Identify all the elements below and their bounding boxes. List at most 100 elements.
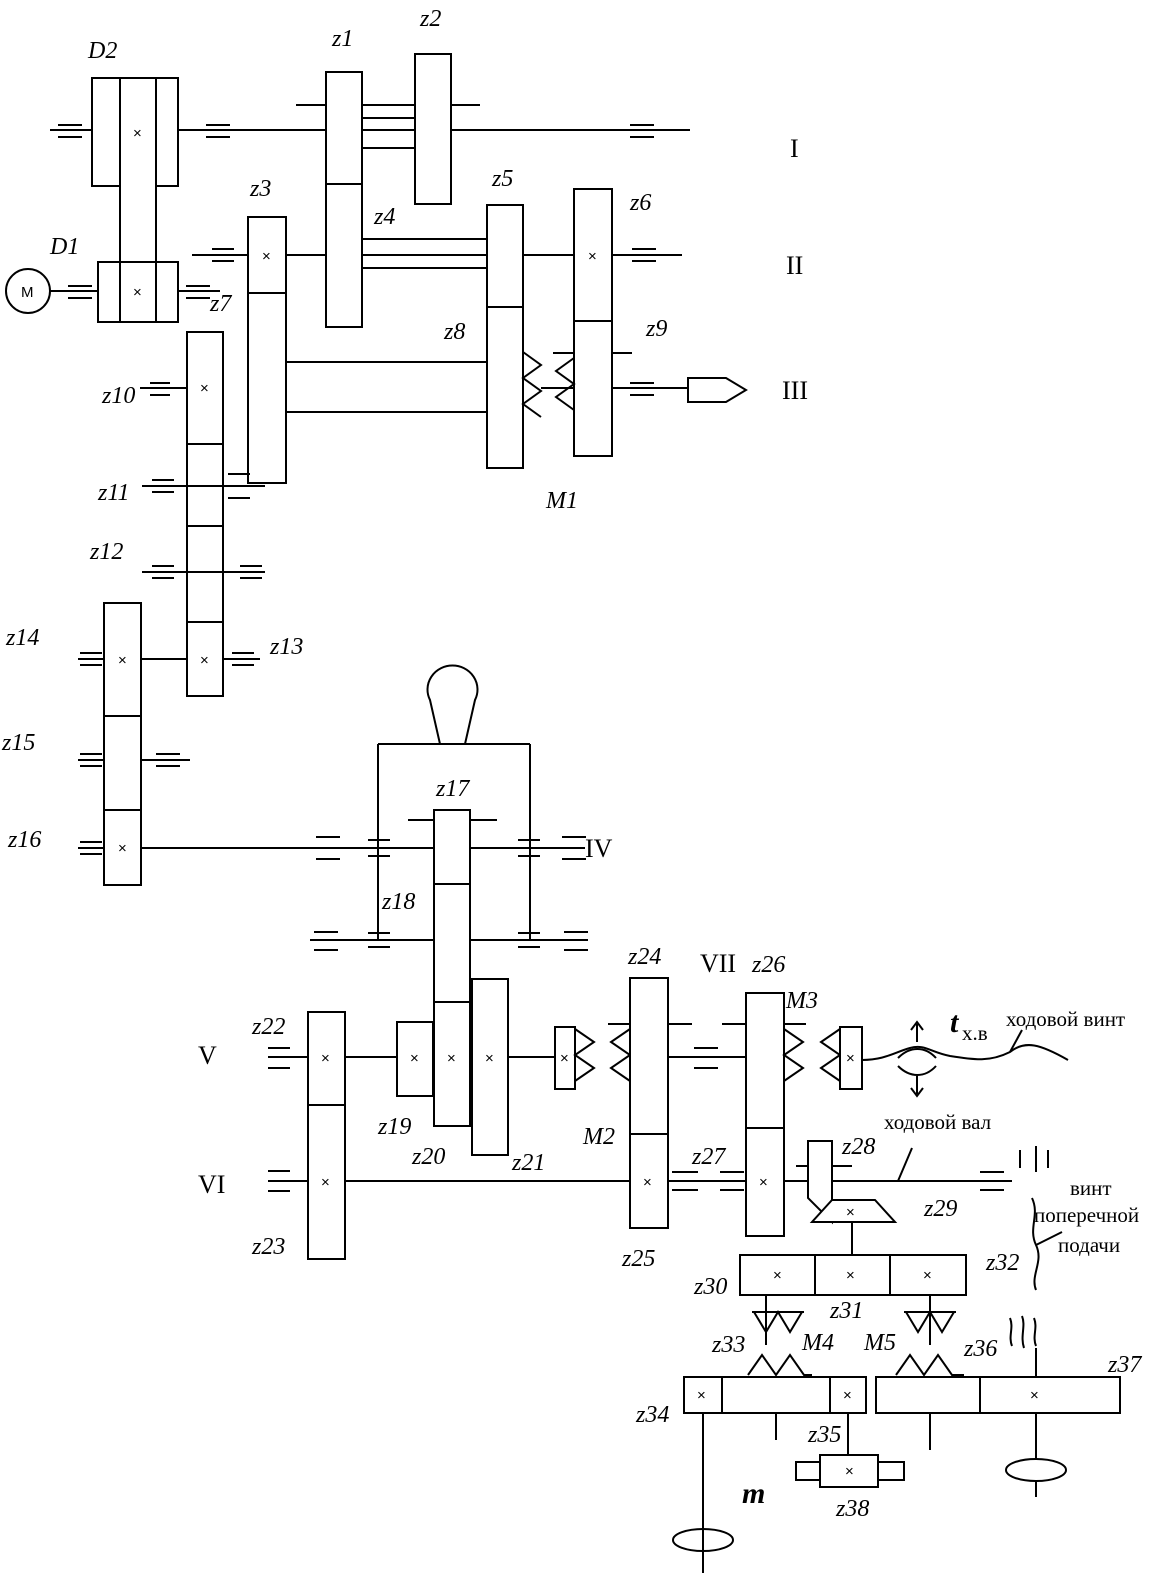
label-z29: z29 bbox=[923, 1196, 957, 1222]
lead-screw-subscript: х.в bbox=[962, 1021, 988, 1045]
label-z1: z1 bbox=[331, 26, 353, 52]
label-z24: z24 bbox=[627, 944, 661, 970]
label-m1: M1 bbox=[545, 488, 578, 514]
label-z16: z16 bbox=[7, 827, 41, 853]
label-z19: z19 bbox=[377, 1114, 411, 1140]
label-z38: z38 bbox=[835, 1496, 869, 1522]
clutch-m3-teeth-left bbox=[782, 1028, 805, 1082]
label-z11: z11 bbox=[97, 480, 130, 506]
svg-text:×: × bbox=[321, 1174, 330, 1191]
svg-text:×: × bbox=[133, 284, 142, 301]
svg-text:×: × bbox=[697, 1387, 706, 1404]
clutch-m2-half bbox=[554, 1026, 576, 1090]
motor-symbol: M bbox=[21, 284, 34, 301]
clutch-m5 bbox=[895, 1295, 964, 1377]
label-z28: z28 bbox=[841, 1134, 875, 1160]
svg-text:×: × bbox=[846, 1204, 855, 1221]
label-z5: z5 bbox=[491, 166, 513, 192]
gear-z21 bbox=[471, 978, 509, 1156]
feed-shaft-label: ходовой вал bbox=[884, 1110, 991, 1134]
shaft-label-v: V bbox=[198, 1041, 217, 1070]
label-z14: z14 bbox=[5, 625, 39, 651]
gear-z33 bbox=[721, 1376, 831, 1414]
svg-text:×: × bbox=[759, 1174, 768, 1191]
label-z18: z18 bbox=[381, 889, 415, 915]
cross-screw-label-2: поперечной bbox=[1034, 1203, 1139, 1227]
gear-z5 bbox=[486, 204, 524, 308]
label-z33: z33 bbox=[711, 1332, 745, 1358]
label-z26: z26 bbox=[751, 952, 785, 978]
gear-z1 bbox=[325, 71, 363, 185]
svg-text:×: × bbox=[560, 1050, 569, 1067]
shaft-label-ii: II bbox=[786, 251, 803, 280]
gear-z23 bbox=[307, 1104, 346, 1260]
svg-text:×: × bbox=[845, 1463, 854, 1480]
gear-z24 bbox=[629, 977, 669, 1135]
svg-text:×: × bbox=[321, 1050, 330, 1067]
label-z2: z2 bbox=[419, 6, 441, 32]
gear-z7 bbox=[247, 292, 287, 484]
svg-text:×: × bbox=[200, 380, 209, 397]
svg-text:×: × bbox=[118, 840, 127, 857]
label-m3: M3 bbox=[785, 988, 818, 1014]
label-z32: z32 bbox=[985, 1250, 1019, 1276]
label-z9: z9 bbox=[645, 316, 667, 342]
svg-text:×: × bbox=[200, 652, 209, 669]
gear-z15 bbox=[103, 715, 142, 811]
rack-m-label: m bbox=[742, 1477, 765, 1510]
label-z20: z20 bbox=[411, 1144, 445, 1170]
label-z35: z35 bbox=[807, 1422, 841, 1448]
gear-z20 bbox=[433, 1001, 471, 1127]
svg-text:×: × bbox=[410, 1050, 419, 1067]
label-z4: z4 bbox=[373, 204, 395, 230]
gear-z6 bbox=[573, 188, 613, 322]
cross-feed-screw bbox=[1009, 1146, 1063, 1377]
gear-z38 bbox=[819, 1454, 879, 1488]
label-z30: z30 bbox=[693, 1274, 727, 1300]
label-d2: D2 bbox=[87, 38, 117, 64]
gear-z18 bbox=[433, 883, 471, 1003]
svg-text:×: × bbox=[485, 1050, 494, 1067]
label-z13: z13 bbox=[269, 634, 303, 660]
label-z12: z12 bbox=[89, 539, 123, 565]
clutch-m1-right bbox=[554, 357, 576, 411]
label-z21: z21 bbox=[511, 1150, 545, 1176]
svg-text:×: × bbox=[846, 1267, 855, 1284]
svg-text:×: × bbox=[588, 248, 597, 265]
svg-text:×: × bbox=[447, 1050, 456, 1067]
gear-z25 bbox=[629, 1133, 669, 1229]
svg-text:×: × bbox=[846, 1050, 855, 1067]
gear-z36 bbox=[875, 1376, 981, 1414]
gear-z4 bbox=[325, 183, 363, 328]
cross-screw-label-3: подачи bbox=[1058, 1233, 1120, 1257]
shaft-label-iv: IV bbox=[585, 834, 613, 863]
shaft-label-vii: VII bbox=[700, 949, 736, 978]
label-z8: z8 bbox=[443, 319, 465, 345]
svg-text:×: × bbox=[643, 1174, 652, 1191]
gear-z26 bbox=[745, 992, 785, 1129]
shaft-iii bbox=[140, 352, 748, 413]
gear-z12 bbox=[186, 525, 224, 623]
clutch-m3-teeth-right bbox=[819, 1028, 842, 1082]
label-z15: z15 bbox=[1, 730, 35, 756]
label-m4: M4 bbox=[801, 1330, 834, 1356]
label-z37: z37 bbox=[1107, 1352, 1142, 1378]
gear-z9 bbox=[573, 320, 613, 457]
gear-z8 bbox=[486, 306, 524, 469]
shaft-label-i: I bbox=[790, 134, 799, 163]
bevel-gear-z29 bbox=[809, 1199, 898, 1223]
lead-screw bbox=[861, 1020, 1069, 1098]
label-m5: M5 bbox=[863, 1330, 896, 1356]
label-z27: z27 bbox=[691, 1144, 726, 1170]
label-z31: z31 bbox=[829, 1298, 863, 1324]
label-d1: D1 bbox=[49, 234, 79, 260]
label-z36: z36 bbox=[963, 1336, 997, 1362]
label-z34: z34 bbox=[635, 1402, 669, 1428]
gear-block-z30-z31 bbox=[739, 1254, 967, 1296]
apron-shafts: × bbox=[672, 1413, 1067, 1573]
gear-z17 bbox=[433, 809, 471, 885]
shaft-iv bbox=[78, 819, 586, 860]
label-m2: M2 bbox=[582, 1124, 615, 1150]
